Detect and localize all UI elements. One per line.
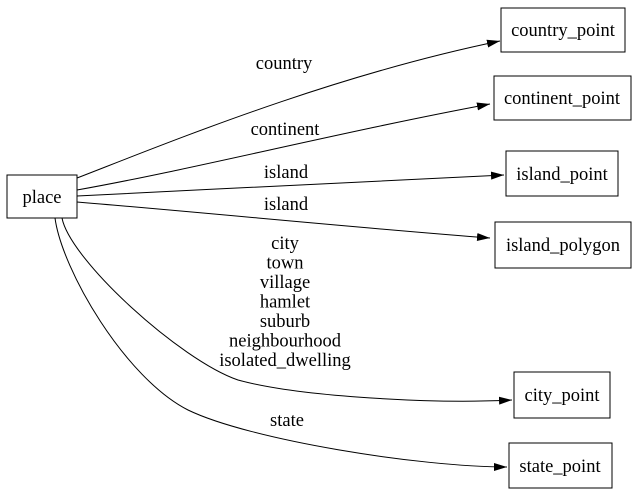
node-country-point-label: country_point [511,21,616,41]
node-island-polygon-label: island_polygon [506,236,620,256]
node-country-point-box [500,7,626,53]
edge-label-city: city [271,234,299,254]
edge-label-village: village [260,273,310,293]
node-continent-point-label: continent_point [504,89,621,109]
node-continent-point: continent_point [493,75,632,121]
edge-place-city-point [61,217,513,405]
edge-label-group: country continent island island city tow… [219,54,351,431]
node-island-polygon: island_polygon [494,221,632,269]
edge-label-suburb: suburb [260,312,310,332]
node-island-polygon-box [494,221,632,269]
node-place-box [6,174,78,219]
node-group: place country_point continent_point isla… [6,7,632,489]
node-city-point-box [513,371,611,419]
edge-place-country-point [76,39,501,179]
node-city-point-label: city_point [524,386,600,406]
node-country-point: country_point [500,7,626,53]
node-island-point-label: island_point [516,165,608,185]
node-city-point: city_point [513,371,611,419]
edge-place-island-point [76,171,505,197]
edge-place-island-polygon [76,201,491,242]
node-island-point-box [505,150,619,197]
node-place-label: place [22,188,61,208]
node-place: place [6,174,78,219]
edge-label-isolated-dwelling: isolated_dwelling [219,351,351,371]
node-continent-point-box [493,75,632,121]
edge-group [54,39,513,471]
edge-label-continent: continent [251,120,321,140]
edge-place-state-point [54,217,508,471]
edge-label-city-point-multiline: city town village hamlet suburb neighbou… [219,234,351,371]
edge-label-state: state [270,411,304,431]
node-state-point-label: state_point [519,457,601,477]
edge-label-neighbourhood: neighbourhood [229,332,342,352]
edge-label-hamlet: hamlet [260,293,311,313]
edge-label-country: country [256,54,313,74]
node-state-point: state_point [508,442,613,489]
node-island-point: island_point [505,150,619,197]
edge-label-island-point: island [264,163,309,183]
edge-label-island-polygon: island [264,195,309,215]
node-state-point-box [508,442,613,489]
edge-place-continent-point [76,102,491,191]
edge-label-town: town [267,254,304,274]
